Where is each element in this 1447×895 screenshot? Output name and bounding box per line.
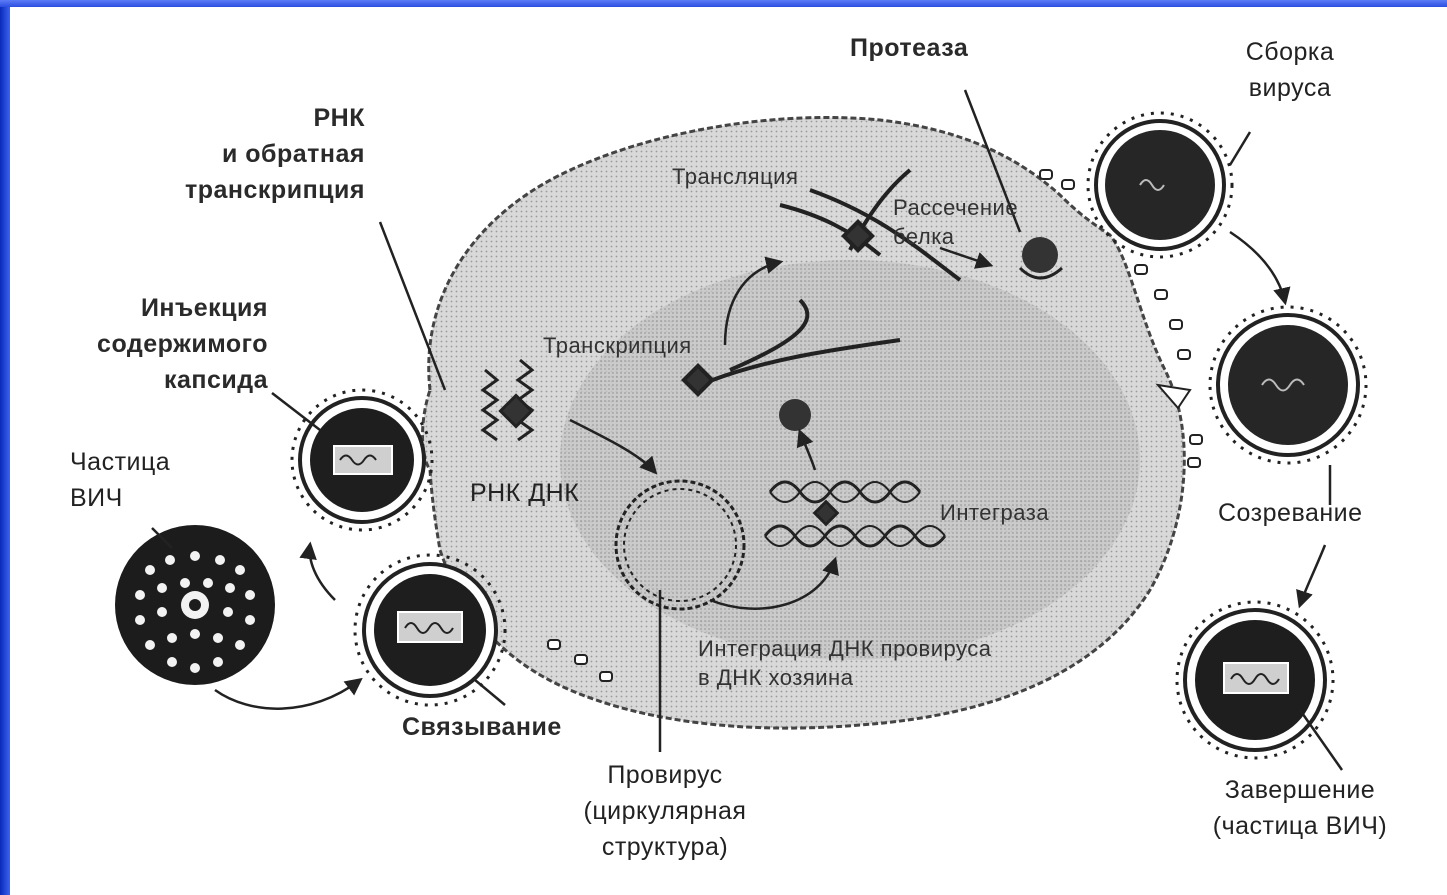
integrase-sphere bbox=[779, 399, 811, 431]
label-binding: Связывание bbox=[402, 709, 562, 745]
virion-injection bbox=[292, 390, 432, 530]
virion-binding bbox=[355, 555, 505, 705]
label-protease: Протеаза bbox=[850, 30, 968, 66]
label-capsid-injection: Инъекция содержимого капсида bbox=[20, 290, 268, 398]
hiv-particle-lattice bbox=[115, 525, 275, 685]
nucleus bbox=[560, 260, 1140, 660]
label-translation: Трансляция bbox=[672, 162, 798, 191]
virion-completion bbox=[1177, 602, 1333, 758]
label-rna-dna: РНК ДНК bbox=[470, 475, 579, 511]
label-integration: Интеграция ДНК провируса в ДНК хозяина bbox=[698, 634, 992, 692]
virion-maturation bbox=[1210, 307, 1366, 463]
label-rna-reverse-transcription: РНК и обратная транскрипция bbox=[80, 100, 365, 208]
protease-sphere bbox=[1022, 237, 1058, 273]
label-protein-cleavage: Рассечение белка bbox=[893, 193, 1018, 251]
label-assembly: Сборка вируса bbox=[1200, 34, 1380, 106]
label-provirus: Провирус (циркулярная структура) bbox=[535, 757, 795, 865]
label-integrase: Интеграза bbox=[940, 498, 1049, 527]
label-hiv-particle: Частица ВИЧ bbox=[70, 444, 170, 516]
label-transcription: Транскрипция bbox=[543, 331, 692, 360]
label-maturation: Созревание bbox=[1218, 495, 1363, 531]
label-completion: Завершение (частица ВИЧ) bbox=[1165, 772, 1435, 844]
